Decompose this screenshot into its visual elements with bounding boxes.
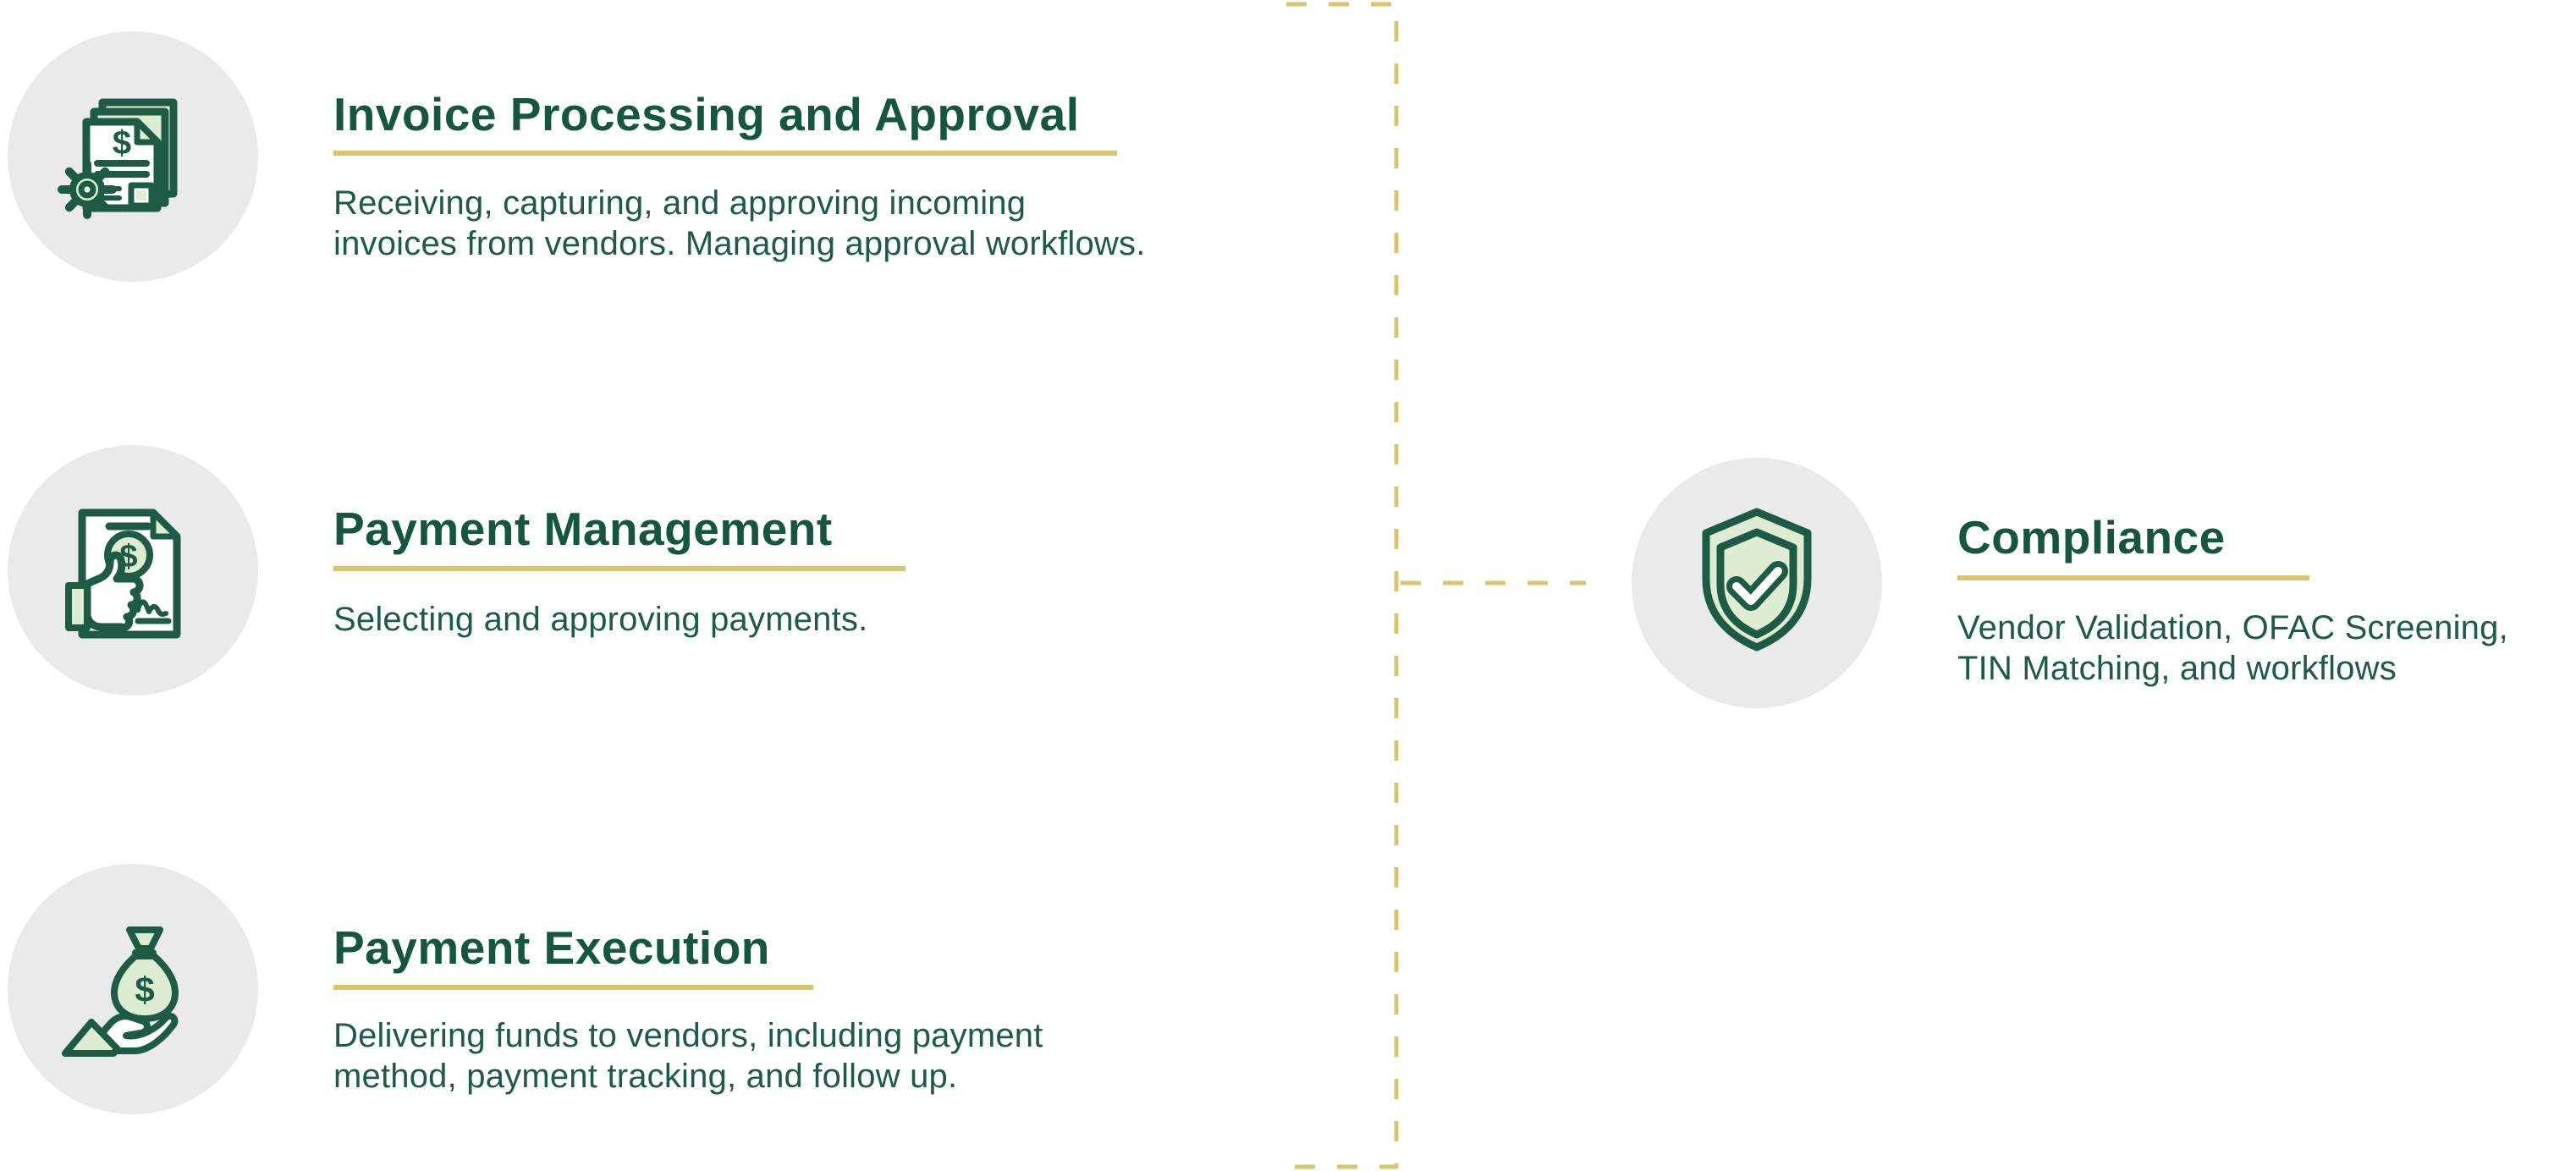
shield-checkmark-icon [1702, 508, 1812, 651]
description-line: Selecting and approving payments. [333, 601, 868, 638]
money-bag-in-hand-icon: $ [62, 926, 179, 1057]
connector-bracket-line [1286, 2, 1399, 1169]
description-line: Receiving, capturing, and approving inco… [333, 184, 1027, 222]
svg-text:$: $ [113, 124, 131, 162]
invoice-processing-description: Receiving, capturing, and approving inco… [333, 183, 1146, 264]
payment-management-icon-circle: $ [8, 445, 258, 695]
svg-text:$: $ [135, 970, 154, 1009]
invoice-stack-gear-icon: $ [58, 98, 178, 219]
payment-execution-icon-circle: $ [8, 864, 258, 1114]
payment-management-description: Selecting and approving payments. [333, 599, 867, 640]
compliance-underline [1957, 575, 2309, 580]
invoice-processing-title: Invoice Processing and Approval [333, 88, 1080, 140]
invoice-processing-underline [333, 151, 1117, 156]
payment-management-title: Payment Management [333, 503, 833, 555]
payment-execution-title: Payment Execution [333, 921, 770, 974]
compliance-title: Compliance [1957, 511, 2226, 564]
compliance-icon-circle [1632, 458, 1882, 708]
payment-management-underline [333, 566, 905, 571]
payment-execution-description: Delivering funds to vendors, including p… [333, 1015, 1043, 1097]
payment-execution-underline [333, 985, 813, 990]
description-line: Delivering funds to vendors, including p… [333, 1017, 1043, 1054]
description-line: TIN Matching, and workflows [1957, 650, 2397, 687]
payment-approval-document-icon: $ [65, 509, 181, 639]
description-line: Vendor Validation, OFAC Screening, [1957, 609, 2508, 646]
description-line: invoices from vendors. Managing approval… [333, 225, 1146, 262]
invoice-processing-icon-circle: $ [8, 31, 258, 282]
compliance-description: Vendor Validation, OFAC Screening, TIN M… [1957, 607, 2508, 689]
description-line: method, payment tracking, and follow up. [333, 1058, 958, 1095]
